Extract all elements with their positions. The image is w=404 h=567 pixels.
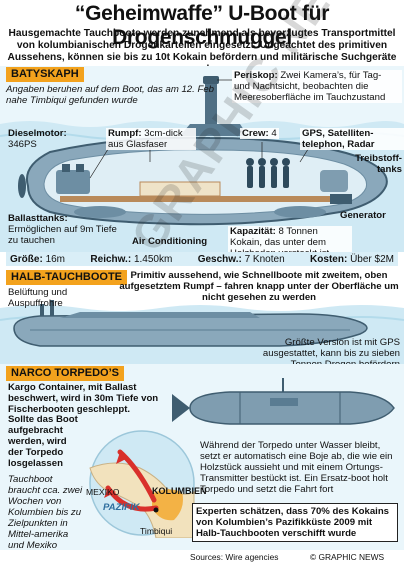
ballast-label: Ballasttanks: xyxy=(8,213,68,224)
stat-reichweite-value: 1.450km xyxy=(133,253,173,265)
section-header-narco: NARCO TORPEDO’S xyxy=(6,366,124,381)
map-label-timbiqui: Timbiqui xyxy=(140,526,173,536)
credit-text: © GRAPHIC NEWS xyxy=(310,552,385,562)
experten-box: Experten schätzen, dass 70% des Kokains … xyxy=(192,503,398,542)
ballast-text: Ermöglichen auf 9m Tiefe zu tauchen xyxy=(8,224,117,246)
rumpf-text: 3cm-dick aus Glasfaser xyxy=(108,128,183,150)
rumpf-annotation: Rumpf: 3cm-dick aus Glasfaser xyxy=(106,128,196,150)
periskop-annotation: Periskop: Zwei Kamera’s, für Tag- und Na… xyxy=(232,70,402,103)
stat-geschwindigkeit-label: Geschw.: xyxy=(197,253,242,265)
map-label-pazifik: PAZIFIK xyxy=(103,502,140,513)
route-map xyxy=(89,430,195,538)
crew-label: Crew: xyxy=(242,128,269,139)
dieselmotor-annotation: Dieselmotor: 346PS xyxy=(8,128,98,150)
ballast-annotation: Ballasttanks: Ermöglichen auf 9m Tiefe z… xyxy=(8,213,118,246)
periskop-text: Zwei Kamera’s, für Tag- und Nachtsicht, … xyxy=(234,70,386,103)
section-header-halb: HALB-TAUCHBOOTE xyxy=(6,270,128,285)
batyskaph-illustration xyxy=(0,76,404,252)
stat-kosten-value: Über $2M xyxy=(350,253,394,265)
stat-reichweite: Reichw.: 1.450km xyxy=(90,254,172,265)
halb-tauchboot-illustration xyxy=(0,300,404,364)
dieselmotor-text: 346PS xyxy=(8,139,37,150)
page-title: “Geheimwaffe” U-Boot für Drogenschmuggel xyxy=(74,2,330,49)
stat-geschwindigkeit: Geschw.: 7 Knoten xyxy=(198,254,285,265)
stats-bar: Größe: 16m Reichw.: 1.450km Geschw.: 7 K… xyxy=(6,252,398,266)
stat-kosten-label: Kosten: xyxy=(310,253,348,265)
stat-groesse: Größe: 16m xyxy=(10,254,65,265)
stat-groesse-label: Größe: xyxy=(10,253,43,265)
narco-description-2: Sollte das Boot aufgebracht werden, wird… xyxy=(8,414,78,469)
narco-torpedo-illustration xyxy=(172,378,395,425)
aircon-annotation: Air Conditioning xyxy=(132,236,208,247)
section-header-batyskaph: BATYSKAPH xyxy=(6,67,84,82)
stat-kosten: Kosten: Über $2M xyxy=(310,254,394,265)
batyskaph-caption: Angaben beruhen auf dem Boot, das am 12.… xyxy=(6,84,215,106)
crew-annotation: Crew: 4 xyxy=(240,128,279,139)
stat-reichweite-label: Reichw.: xyxy=(90,253,132,265)
sources-text: Sources: Wire agencies xyxy=(190,552,279,562)
crew-text: 4 xyxy=(271,128,277,139)
narco-description-1: Kargo Container, mit Ballast beschwert, … xyxy=(8,382,159,415)
dieselmotor-label: Dieselmotor: xyxy=(8,128,67,139)
torpedo-annotation: Während der Torpedo unter Wasser bleibt,… xyxy=(200,440,393,495)
periskop-label: Periskop: xyxy=(234,70,278,81)
tauchboot-note: Tauchboot braucht cca. zwei Wochen von K… xyxy=(8,474,83,551)
map-label-kolumbien: KOLUMBIEN xyxy=(152,486,207,496)
treibstoff-annotation: Treibstoff-tanks xyxy=(355,153,402,175)
generator-annotation: Generator xyxy=(340,210,386,221)
halb-description: Primitiv aussehend, wie Schnellboote mit… xyxy=(119,270,399,303)
stat-groesse-value: 16m xyxy=(45,253,66,265)
gps-annotation: GPS, Satelliten-telephon, Radar xyxy=(300,128,404,150)
map-label-mexiko: MEXIKO xyxy=(86,487,120,497)
belueftung-annotation: Belüftung und Auspuffrohre xyxy=(8,287,68,309)
stat-geschwindigkeit-value: 7 Knoten xyxy=(244,253,285,265)
rumpf-label: Rumpf: xyxy=(108,128,142,139)
kapazitaet-label: Kapazität: xyxy=(230,226,276,237)
